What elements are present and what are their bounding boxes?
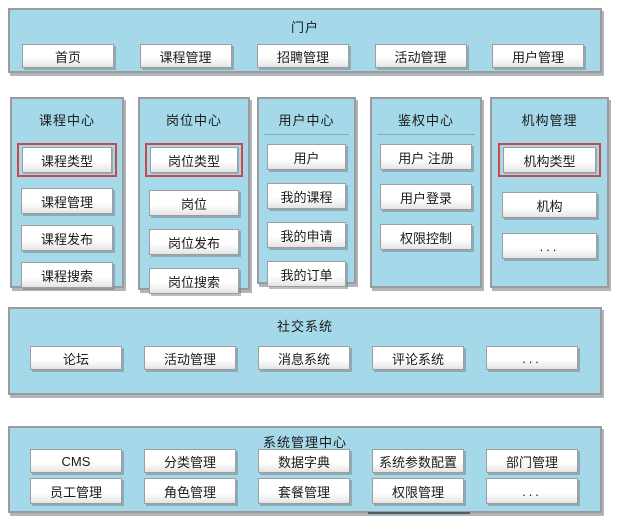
permission-control-button[interactable]: 权限控制 <box>380 224 472 250</box>
permission-manage-button[interactable]: 权限管理 <box>372 478 464 504</box>
user-center-title-underline <box>264 134 349 135</box>
course-manage-button[interactable]: 课程管理 <box>21 188 113 214</box>
system-row-2: 员工管理 角色管理 套餐管理 权限管理 ... <box>30 478 578 504</box>
auth-center-title-underline <box>377 134 475 135</box>
employee-manage-button[interactable]: 员工管理 <box>30 478 122 504</box>
activity-management-button[interactable]: 活动管理 <box>374 44 467 68</box>
job-type-highlight-box: 岗位类型 <box>145 143 243 177</box>
underline-mark <box>368 512 470 514</box>
portal-section: 门户 首页 课程管理 招聘管理 活动管理 用户管理 <box>8 8 602 73</box>
job-type-button[interactable]: 岗位类型 <box>150 147 238 173</box>
user-button[interactable]: 用户 <box>267 144 346 170</box>
job-search-button[interactable]: 岗位搜索 <box>149 268 239 294</box>
job-publish-button[interactable]: 岗位发布 <box>149 229 239 255</box>
course-center-title: 课程中心 <box>38 113 95 128</box>
job-center-title: 岗位中心 <box>165 113 222 128</box>
system-management-title: 系统管理中心 <box>262 435 347 450</box>
forum-button[interactable]: 论坛 <box>30 346 122 370</box>
auth-center-body: 用户 注册 用户登录 权限控制 <box>372 135 480 250</box>
user-login-button[interactable]: 用户登录 <box>380 184 472 210</box>
org-management-section: 机构管理 机构类型 机构 ... <box>490 97 609 288</box>
user-register-button[interactable]: 用户 注册 <box>380 144 472 170</box>
auth-center-section: 鉴权中心 用户 注册 用户登录 权限控制 <box>370 97 482 288</box>
activity-manage-button[interactable]: 活动管理 <box>144 346 236 370</box>
social-system-section: 社交系统 论坛 活动管理 消息系统 评论系统 ... <box>8 307 602 395</box>
cms-button[interactable]: CMS <box>30 449 122 473</box>
job-center-body: 岗位类型 岗位 岗位发布 岗位搜索 <box>140 129 248 294</box>
portal-button-row: 首页 课程管理 招聘管理 活动管理 用户管理 <box>22 44 584 68</box>
home-button[interactable]: 首页 <box>22 44 114 68</box>
recruit-management-button[interactable]: 招聘管理 <box>257 44 349 68</box>
course-type-highlight-box: 课程类型 <box>17 143 117 177</box>
social-system-title: 社交系统 <box>276 319 333 334</box>
org-management-body: 机构类型 机构 ... <box>492 129 607 259</box>
course-center-section: 课程中心 课程类型 课程管理 课程发布 课程搜索 <box>10 97 124 288</box>
portal-title: 门户 <box>290 20 319 35</box>
course-management-button[interactable]: 课程管理 <box>139 44 232 68</box>
org-management-title: 机构管理 <box>521 113 578 128</box>
comment-system-button[interactable]: 评论系统 <box>372 346 464 370</box>
system-row-1: CMS 分类管理 数据字典 系统参数配置 部门管理 <box>30 449 578 473</box>
course-publish-button[interactable]: 课程发布 <box>21 225 113 251</box>
user-management-button[interactable]: 用户管理 <box>492 44 584 68</box>
org-more-button[interactable]: ... <box>502 233 597 259</box>
org-type-button[interactable]: 机构类型 <box>503 147 596 173</box>
job-center-section: 岗位中心 岗位类型 岗位 岗位发布 岗位搜索 <box>138 97 250 294</box>
my-courses-button[interactable]: 我的课程 <box>267 183 346 209</box>
auth-center-title: 鉴权中心 <box>397 113 454 128</box>
system-param-config-button[interactable]: 系统参数配置 <box>372 449 464 473</box>
system-more-button[interactable]: ... <box>486 478 578 504</box>
message-system-button[interactable]: 消息系统 <box>258 346 350 370</box>
user-center-body: 用户 我的课程 我的申请 我的订单 <box>259 135 354 287</box>
job-button[interactable]: 岗位 <box>149 190 239 216</box>
user-center-section: 用户中心 用户 我的课程 我的申请 我的订单 <box>257 97 356 287</box>
org-type-highlight-box: 机构类型 <box>498 143 601 177</box>
role-manage-button[interactable]: 角色管理 <box>144 478 236 504</box>
org-button[interactable]: 机构 <box>502 192 597 218</box>
data-dictionary-button[interactable]: 数据字典 <box>258 449 350 473</box>
category-manage-button[interactable]: 分类管理 <box>144 449 236 473</box>
course-search-button[interactable]: 课程搜索 <box>21 262 113 288</box>
social-button-row: 论坛 活动管理 消息系统 评论系统 ... <box>30 346 578 370</box>
system-management-section: 系统管理中心 CMS 分类管理 数据字典 系统参数配置 部门管理 员工管理 角色… <box>8 426 602 514</box>
social-more-button[interactable]: ... <box>486 346 578 370</box>
user-center-title: 用户中心 <box>278 113 335 128</box>
department-manage-button[interactable]: 部门管理 <box>486 449 578 473</box>
course-center-body: 课程类型 课程管理 课程发布 课程搜索 <box>12 129 122 288</box>
course-type-button[interactable]: 课程类型 <box>22 147 112 173</box>
my-applications-button[interactable]: 我的申请 <box>267 222 346 248</box>
package-manage-button[interactable]: 套餐管理 <box>258 478 350 504</box>
my-orders-button[interactable]: 我的订单 <box>267 261 346 287</box>
